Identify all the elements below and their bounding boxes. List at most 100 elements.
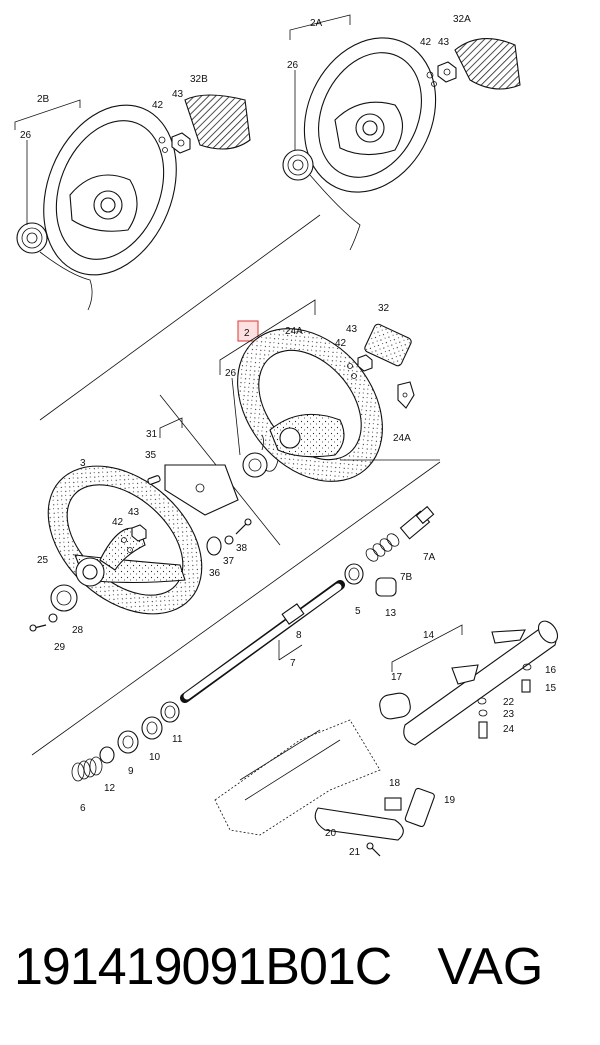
callout-8: 8 [296,630,302,641]
callout-43-2A: 43 [438,37,450,48]
washer-28 [48,613,58,623]
screw-29 [29,624,47,632]
callout-18: 18 [389,778,401,789]
splined-end-7A [399,505,435,540]
spiral-spring-26-2B [16,222,93,311]
nut-43-2B [171,132,191,154]
callout-labels: 2A 32A 42 43 26 2B 32B 42 43 26 2 24A 32… [20,14,557,858]
spring-7B [365,533,400,562]
bearing-11 [160,701,180,723]
ring-9 [117,730,139,754]
callout-2-highlighted: 2 [244,328,250,339]
callout-10: 10 [149,752,161,763]
callout-7B: 7B [400,572,413,583]
part-caption: 191419091B01C VAG [14,932,594,1002]
callout-31: 31 [146,429,158,440]
callout-6: 6 [80,803,86,814]
steering-wheel-24A [237,328,383,482]
callout-21: 21 [349,847,361,858]
clip-24A [397,381,415,409]
clip-18 [384,797,402,811]
washer-16 [522,663,532,671]
callout-15: 15 [545,683,557,694]
part-number: 191419091B01C [14,938,392,996]
callout-17: 17 [391,672,403,683]
callout-14: 14 [423,630,435,641]
callout-29: 29 [54,642,66,653]
ring-12 [99,746,115,764]
divider-line-upper [39,214,321,421]
washer-22 [477,697,487,705]
callout-35: 35 [145,450,157,461]
ring-5 [344,563,364,585]
column-tube-14 [403,620,559,746]
steering-wheel-2A [303,37,437,193]
screw-35 [147,475,161,485]
callout-38: 38 [236,543,248,554]
bushing-13 [375,577,397,597]
mounting-bracket [214,719,381,836]
callout-24: 24 [503,724,515,735]
spiral-spring-26-2A [282,149,361,251]
bolt-24 [478,721,488,739]
callout-43-3: 43 [128,507,140,518]
callout-5: 5 [355,606,361,617]
callout-22: 22 [503,697,515,708]
callout-2A: 2A [310,18,323,29]
callout-19: 19 [444,795,456,806]
callout-3: 3 [80,458,86,469]
divider-line-lower [31,461,441,756]
bushing-36 [206,536,222,556]
bolt-15 [521,679,531,693]
washer-42-24A [347,363,357,379]
callout-42-2B: 42 [152,100,164,111]
callout-9: 9 [128,766,134,777]
callout-25: 25 [37,555,49,566]
washer-42-2B [158,136,168,153]
callout-42-2A: 42 [420,37,432,48]
hub-plate-31 [164,464,239,516]
callout-12: 12 [104,783,116,794]
callout-20: 20 [325,828,337,839]
callout-24A: 24A [285,326,303,337]
nut-43-2A [437,61,457,83]
washer-23 [478,709,488,717]
spiral-spring-25 [50,584,78,612]
horn-pad-32 [364,323,412,367]
callout-32: 32 [378,303,390,314]
sleeve-17 [379,692,411,720]
callout-24A-clip: 24A [393,433,411,444]
brand-name: VAG [437,938,544,996]
horn-pad-32B [184,94,251,150]
callout-brackets [14,14,463,672]
clamp-8 [281,603,305,625]
plate-20 [314,807,404,841]
washer-37 [224,535,234,545]
washer-42-2A [426,71,437,87]
callout-43-2B: 43 [172,89,184,100]
callout-7: 7 [290,658,296,669]
nut-43-3 [131,524,147,542]
exploded-parts-diagram: 2A 32A 42 43 26 2B 32B 42 43 26 2 24A 32… [14,14,559,858]
callout-11: 11 [172,734,183,745]
callout-13: 13 [385,608,397,619]
callout-16: 16 [545,665,557,676]
callout-37: 37 [223,556,235,567]
callout-36: 36 [209,568,221,579]
callout-28: 28 [72,625,84,636]
callout-26-2A: 26 [287,60,299,71]
nut-43-24A [357,354,373,372]
callout-42-3: 42 [112,517,124,528]
column-shaft [180,580,345,703]
screw-21 [366,842,381,857]
screw-38 [235,518,252,535]
callout-7A: 7A [423,552,436,563]
callout-32A: 32A [453,14,471,25]
highlighted-label-box [237,320,259,342]
spiral-spring-26-24A [242,434,279,478]
callout-26-2B: 26 [20,130,32,141]
callout-42-24A: 42 [335,338,347,349]
callout-23: 23 [503,709,515,720]
steering-wheel-3 [47,465,203,615]
callout-32B: 32B [190,74,208,85]
